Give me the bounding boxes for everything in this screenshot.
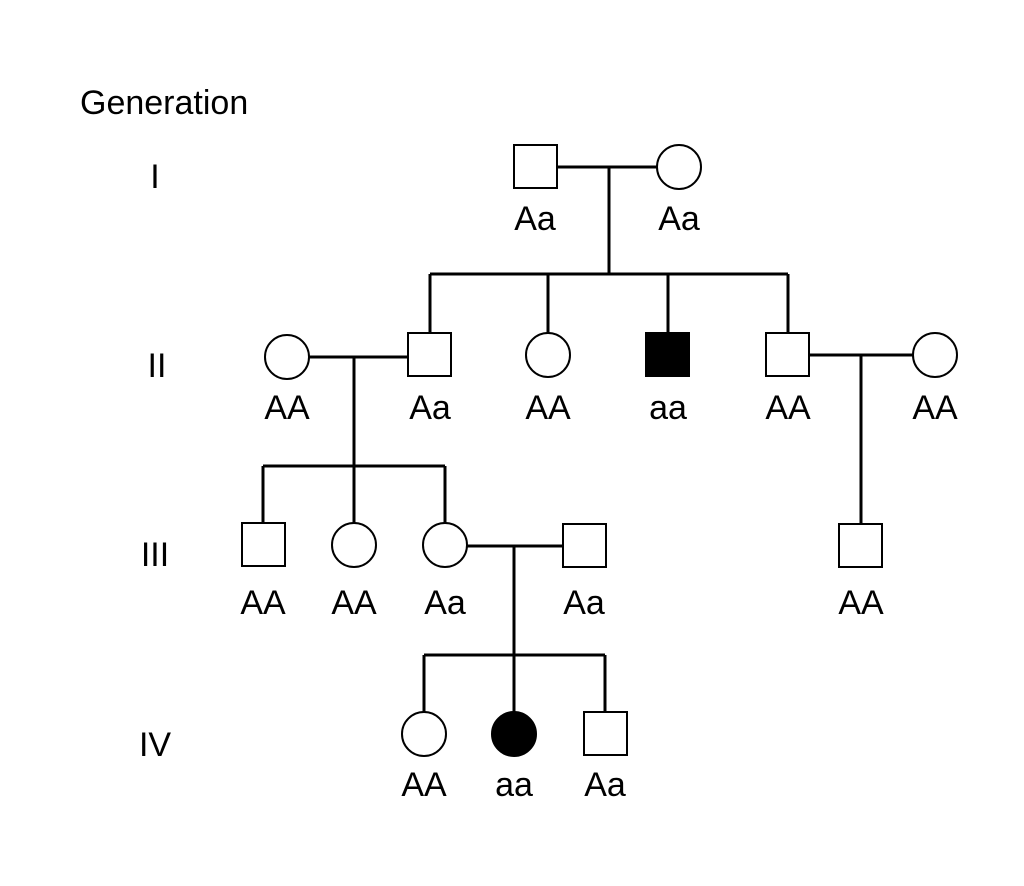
- generation-label-2: II: [148, 347, 167, 385]
- female-symbol: [331, 522, 377, 568]
- male-symbol: [838, 523, 883, 568]
- female-symbol: [525, 332, 571, 378]
- genotype-label: aa: [649, 389, 687, 427]
- genotype-label: Aa: [658, 200, 700, 238]
- genotype-label: aa: [495, 766, 533, 804]
- genotype-label: AA: [240, 584, 286, 622]
- genotype-label: AA: [264, 389, 310, 427]
- generation-label-3: III: [141, 536, 169, 574]
- relationship-lines: [261, 165, 913, 712]
- affected-male-symbol: [645, 332, 690, 377]
- affected-female-symbol: [491, 711, 537, 757]
- female-symbol: [422, 522, 468, 568]
- genotype-label: Aa: [584, 766, 626, 804]
- genotype-label: AA: [401, 766, 447, 804]
- genotype-label: Aa: [409, 389, 451, 427]
- generation-title: Generation: [80, 84, 248, 122]
- female-symbol: [912, 332, 958, 378]
- male-symbol: [765, 332, 810, 377]
- genotype-label: AA: [912, 389, 958, 427]
- male-symbol: [513, 144, 558, 189]
- male-symbol: [562, 523, 607, 568]
- genotype-label: AA: [838, 584, 884, 622]
- male-symbol: [241, 522, 286, 567]
- genotype-label: AA: [765, 389, 811, 427]
- female-symbol: [401, 711, 447, 757]
- female-symbol: [656, 144, 702, 190]
- genotype-label: Aa: [563, 584, 605, 622]
- male-symbol: [583, 711, 628, 756]
- female-symbol: [264, 334, 310, 380]
- genotype-label: AA: [331, 584, 377, 622]
- generation-label-4: IV: [139, 726, 171, 764]
- individuals: Aa Aa AA Aa AA aa AA AA AA AA Aa Aa AA A…: [240, 144, 958, 804]
- generation-label-1: I: [150, 158, 159, 196]
- genotype-label: Aa: [424, 584, 466, 622]
- male-symbol: [407, 332, 452, 377]
- genotype-label: AA: [525, 389, 571, 427]
- genotype-label: Aa: [514, 200, 556, 238]
